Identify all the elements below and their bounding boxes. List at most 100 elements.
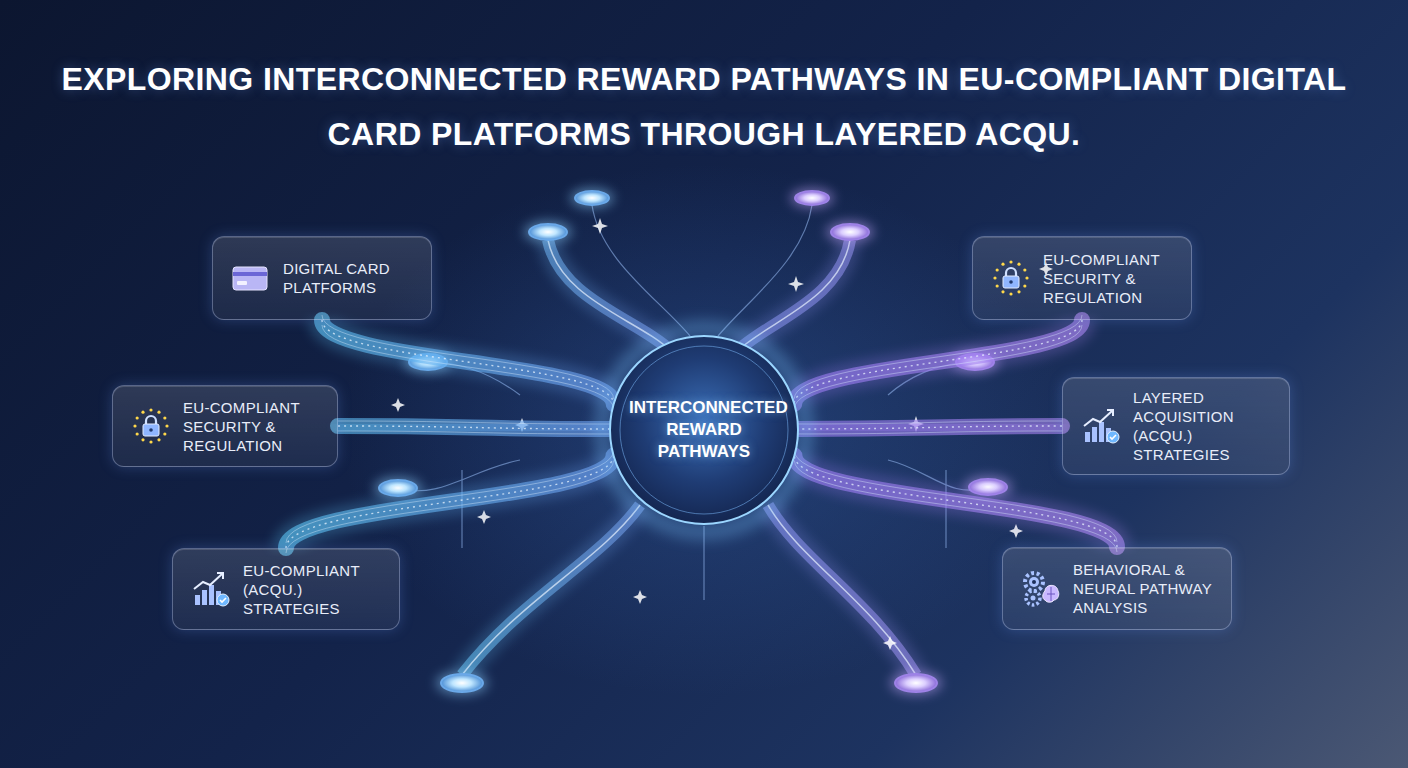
icon-part — [1025, 573, 1043, 591]
pathway-strand — [338, 431, 610, 434]
glow-disc — [826, 221, 874, 243]
reward-pathway — [794, 315, 1082, 409]
flow-band — [548, 240, 672, 352]
text-group: BEHAVIORAL & NEURAL PATHWAY ANALYSIS — [1073, 560, 1217, 617]
icon-part — [1023, 268, 1026, 271]
icon-part — [149, 440, 152, 443]
icon-part — [1001, 290, 1004, 293]
pathway-glow — [286, 456, 614, 548]
text-group: INTERCONNECTED REWARD PATHWAYS — [629, 397, 779, 463]
pathway-band — [322, 320, 614, 404]
icon-part — [1084, 411, 1112, 426]
pathway-strand — [338, 421, 610, 424]
flow-band — [768, 505, 916, 675]
text-group: EU-COMPLIANT SECURITY & REGULATION — [183, 398, 323, 455]
thin-line — [398, 205, 988, 600]
reward-pathway — [338, 421, 610, 434]
icon-part — [1029, 577, 1039, 587]
flow-band — [462, 240, 916, 675]
sparkle — [633, 590, 647, 604]
hub-label: INTERCONNECTED REWARD PATHWAYS — [629, 397, 779, 463]
node-icon — [133, 408, 168, 443]
icon-part — [1085, 432, 1090, 442]
pathway-strand — [286, 461, 614, 553]
hub-circle: INTERCONNECTED REWARD PATHWAYS — [608, 334, 800, 526]
icon-part — [1092, 427, 1097, 442]
sparkle — [592, 218, 608, 234]
box-label: EU-COMPLIANT SECURITY & REGULATION — [183, 398, 323, 455]
icon-part — [220, 598, 226, 602]
node-icon — [194, 573, 229, 606]
icon-part — [1009, 292, 1012, 295]
icon-part — [1047, 587, 1055, 601]
icon-part — [1107, 431, 1119, 443]
reward-pathway — [322, 315, 614, 409]
sparkle — [788, 276, 804, 292]
pathway-glow — [794, 320, 1082, 404]
pathway-strand — [322, 315, 614, 399]
icon-part — [996, 284, 999, 287]
icon-part — [1017, 263, 1020, 266]
pathway-sparkle — [286, 456, 614, 548]
icon-part — [1025, 276, 1028, 279]
pathway-strand — [794, 461, 1117, 552]
flow-band — [768, 505, 916, 675]
pathway-strand — [322, 325, 614, 409]
glow-disc — [575, 191, 609, 205]
sparkle — [1009, 524, 1023, 538]
pathway-sparkle — [794, 320, 1082, 404]
node-icon — [233, 267, 267, 290]
glow-disc — [795, 191, 829, 205]
icon-part — [1009, 260, 1012, 263]
box-label: DIGITAL CARD PLATFORMS — [283, 259, 417, 297]
icon-part — [993, 276, 996, 279]
flow-band — [462, 240, 916, 675]
flow-band — [768, 505, 916, 675]
box-label: EU-COMPLIANT (ACQU.) STRATEGIES — [243, 561, 385, 618]
icon-part — [209, 585, 214, 605]
category-box: BEHAVIORAL & NEURAL PATHWAY ANALYSIS — [1002, 547, 1232, 630]
category-box: EU-COMPLIANT SECURITY & REGULATION — [112, 385, 338, 467]
glow-disc — [441, 674, 483, 692]
icon-part — [1017, 290, 1020, 293]
flow-band — [462, 240, 916, 675]
text-group: EU-COMPLIANT (ACQU.) STRATEGIES — [243, 561, 385, 618]
reward-pathway — [798, 421, 1062, 434]
pathway-strand — [794, 315, 1082, 399]
icon-part — [1023, 284, 1026, 287]
node-icon — [1084, 410, 1119, 443]
sparkle — [883, 636, 897, 650]
category-box: DIGITAL CARD PLATFORMS — [212, 236, 432, 320]
pathway-glow — [798, 426, 1062, 429]
icon-part — [195, 595, 200, 605]
icon-part — [143, 424, 159, 436]
icon-part — [1110, 435, 1116, 439]
glow-disc — [890, 671, 942, 695]
pathway-glow — [338, 426, 610, 429]
pathway-band — [794, 320, 1082, 404]
icon-part — [1031, 595, 1036, 600]
category-box: EU-COMPLIANT SECURITY & REGULATION — [972, 236, 1192, 320]
reward-pathway — [286, 451, 614, 553]
glow-disc — [529, 224, 567, 240]
flow-band — [462, 505, 640, 675]
pathway-strand — [794, 325, 1082, 409]
pathway-band — [286, 456, 614, 548]
glow-disc — [436, 671, 488, 695]
icon-part — [157, 411, 160, 414]
icon-part — [163, 416, 166, 419]
icon-part — [141, 438, 144, 441]
category-box: LAYERED ACQUISITION (ACQU.) STRATEGIES — [1062, 377, 1290, 475]
glow-disc — [524, 221, 572, 243]
icon-part — [157, 438, 160, 441]
thin-line — [718, 205, 812, 336]
icon-part — [202, 590, 207, 605]
pathway-strand — [286, 451, 614, 543]
icon-part — [163, 432, 166, 435]
thin-line — [592, 205, 690, 336]
diagram-title: EXPLORING INTERCONNECTED REWARD PATHWAYS… — [44, 52, 1364, 162]
flow-band — [462, 240, 916, 675]
glow-disc — [895, 674, 937, 692]
